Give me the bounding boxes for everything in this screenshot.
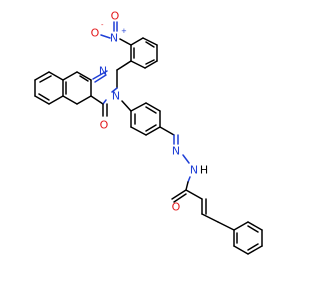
nitro-o2-label: O <box>111 10 120 23</box>
benzo-ring <box>34 71 92 105</box>
amide-n-label: N <box>190 164 198 177</box>
pyrimidine-ring: N N <box>90 60 132 105</box>
quinazoline-n1-label: N <box>99 65 107 78</box>
nitrophenyl-ring <box>130 37 158 69</box>
terminal-phenyl-ring <box>217 221 263 255</box>
acrylamide: O <box>171 189 219 223</box>
quinazolinone-carbonyl: O <box>100 103 109 132</box>
nitro-o1-label: O <box>91 27 100 40</box>
nitro-n-label: N <box>110 32 118 45</box>
amide-h-label: H <box>200 164 208 177</box>
hydrazone-linker: N N H <box>159 126 208 191</box>
imine-n-label: N <box>172 145 180 158</box>
molecule-diagram: N + O - O N N O <box>34 10 263 255</box>
nitro-group: N + O - O <box>91 10 132 46</box>
carbonyl-o-label: O <box>100 119 109 132</box>
phenylene-ring <box>121 100 161 136</box>
quinazoline-n3-label: N <box>112 90 120 103</box>
nitro-o1-charge: - <box>101 21 104 29</box>
amide-o-label: O <box>172 201 181 214</box>
structure-svg: N + O - O N N O <box>34 10 263 255</box>
nitro-n-charge: + <box>121 27 127 35</box>
